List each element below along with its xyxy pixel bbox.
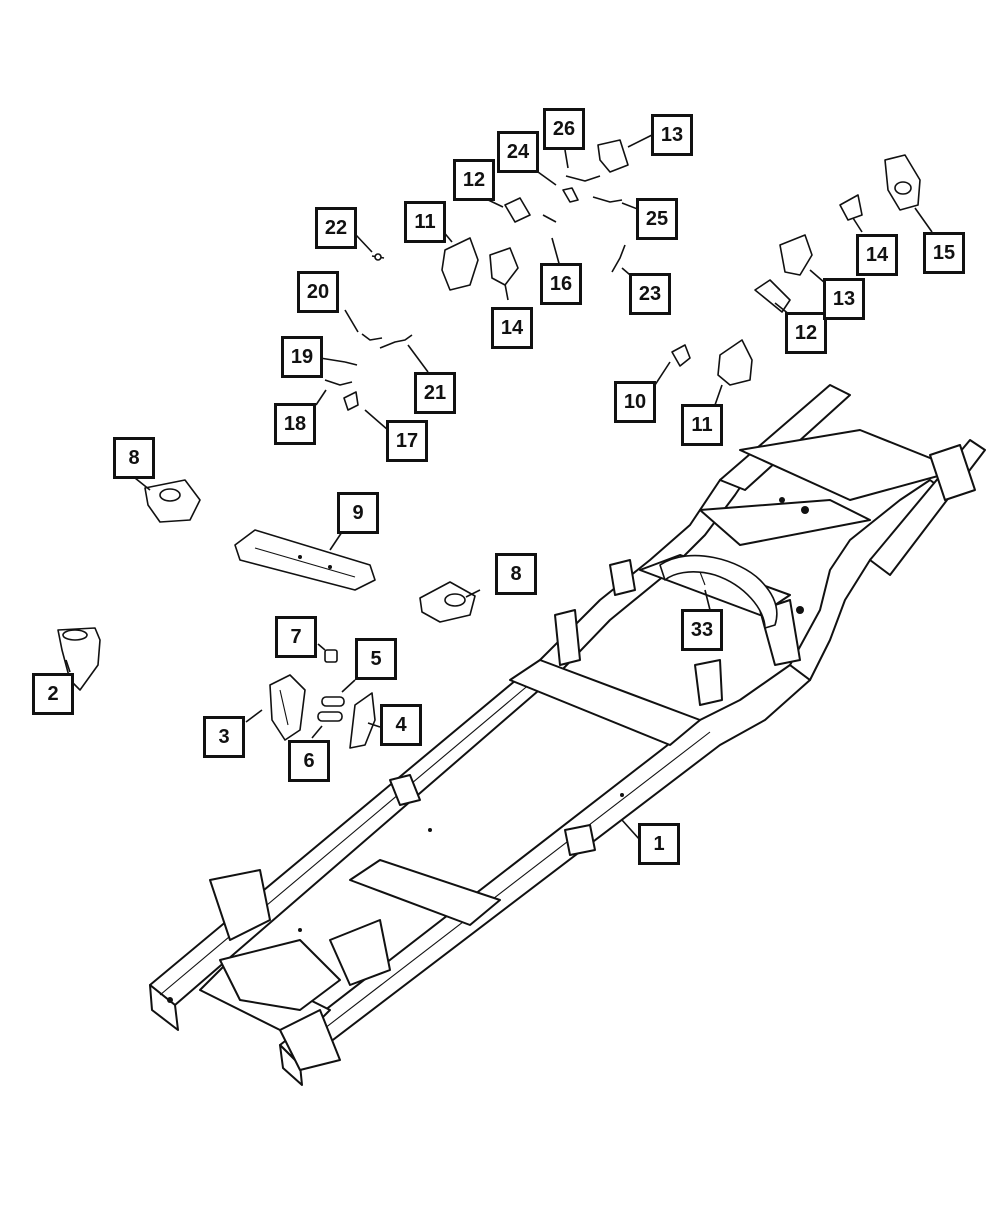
callout-1[interactable]: 1: [638, 823, 680, 865]
callout-9[interactable]: 9: [337, 492, 379, 534]
callout-20[interactable]: 20: [297, 271, 339, 313]
part-33-crossmember: [659, 554, 778, 629]
part-6-sleeve: [317, 711, 343, 722]
callout-14-upper[interactable]: 14: [491, 307, 533, 349]
part-8-mount-right: [419, 581, 476, 623]
callout-21[interactable]: 21: [414, 372, 456, 414]
callout-5[interactable]: 5: [355, 638, 397, 680]
callout-13-right[interactable]: 13: [823, 278, 865, 320]
part-5-sleeve: [321, 696, 345, 707]
part-23-rod: [611, 244, 626, 273]
part-19-pin: [344, 361, 358, 366]
callout-8-right[interactable]: 8: [495, 553, 537, 595]
part-24-hook: [562, 187, 579, 203]
part-3-bracket: [269, 674, 306, 741]
part-25-rod: [592, 196, 623, 203]
callout-4[interactable]: 4: [380, 704, 422, 746]
callout-22[interactable]: 22: [315, 207, 357, 249]
callout-13-upper[interactable]: 13: [651, 114, 693, 156]
callout-3[interactable]: 3: [203, 716, 245, 758]
callout-26[interactable]: 26: [543, 108, 585, 150]
callout-11-upper[interactable]: 11: [404, 201, 446, 243]
part-12-plate-upper: [504, 197, 531, 223]
callout-14-right[interactable]: 14: [856, 234, 898, 276]
part-18-rod: [324, 379, 353, 386]
part-14-bracket-upper: [489, 247, 519, 286]
part-17-bracket: [343, 391, 359, 411]
callout-25[interactable]: 25: [636, 198, 678, 240]
callout-23[interactable]: 23: [629, 273, 671, 315]
part-9-crossmember: [234, 529, 376, 591]
callout-12-right[interactable]: 12: [785, 312, 827, 354]
callout-7[interactable]: 7: [275, 616, 317, 658]
part-13-bracket-right: [779, 234, 813, 276]
callout-12-upper[interactable]: 12: [453, 159, 495, 201]
callout-8-left[interactable]: 8: [113, 437, 155, 479]
callout-15[interactable]: 15: [923, 232, 965, 274]
part-10-clip: [671, 344, 691, 367]
callout-24[interactable]: 24: [497, 131, 539, 173]
callout-16[interactable]: 16: [540, 263, 582, 305]
part-22-bolt: [371, 253, 385, 261]
part-11-bracket-upper: [441, 237, 479, 291]
part-21-rod: [379, 334, 413, 349]
callout-33[interactable]: 33: [681, 609, 723, 651]
frame-assembly: [149, 384, 986, 1086]
callout-17[interactable]: 17: [386, 420, 428, 462]
part-7-nut: [324, 649, 338, 663]
callout-10[interactable]: 10: [614, 381, 656, 423]
part-8-mount-left: [144, 479, 201, 523]
part-16-pin: [542, 214, 557, 223]
callout-2[interactable]: 2: [32, 673, 74, 715]
callout-11-right[interactable]: 11: [681, 404, 723, 446]
part-2-bracket: [57, 627, 101, 691]
part-12-plate-right: [754, 279, 791, 313]
part-11-bracket-right: [717, 339, 753, 386]
part-20-rod: [361, 333, 383, 341]
part-14-bracket-right: [839, 194, 863, 221]
callout-6[interactable]: 6: [288, 740, 330, 782]
callout-18[interactable]: 18: [274, 403, 316, 445]
callout-19[interactable]: 19: [281, 336, 323, 378]
part-15-bracket: [884, 154, 921, 211]
part-4-plate: [349, 692, 376, 749]
part-13-bracket-upper: [597, 139, 629, 173]
part-26-rod: [565, 175, 601, 182]
